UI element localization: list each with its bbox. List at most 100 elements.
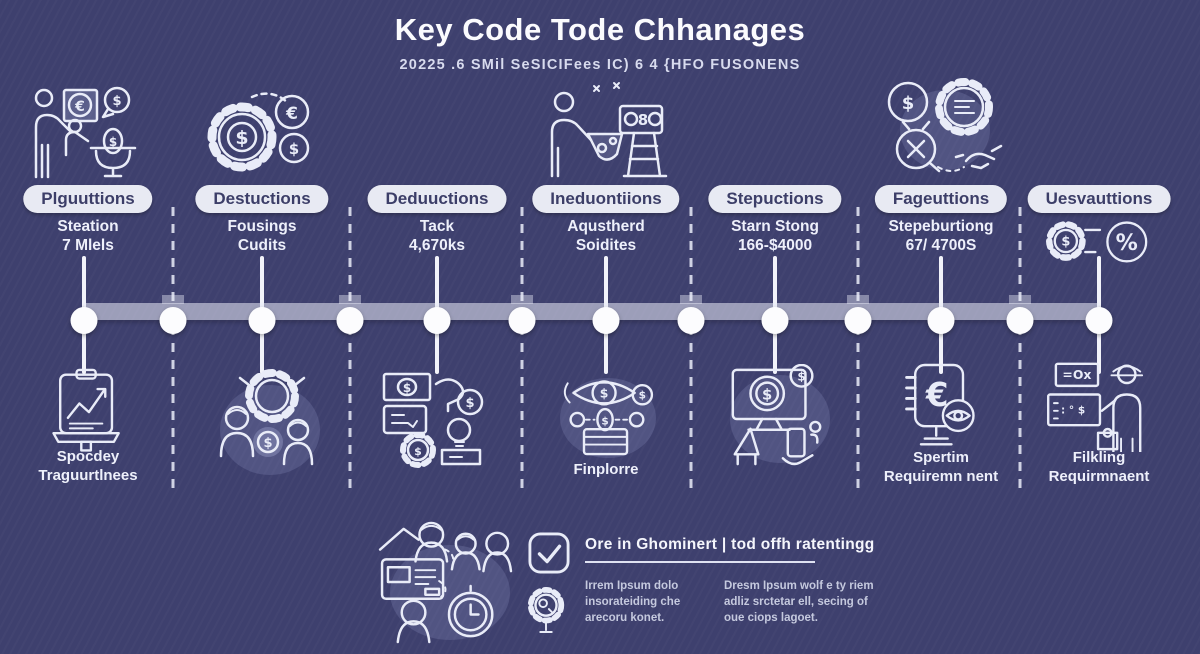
timeline-notch [1009, 295, 1031, 304]
svg-text:$: $ [289, 140, 299, 158]
pill-col3: Deduuctions [367, 185, 507, 213]
advisor-money-icon: € $ $ [28, 85, 150, 186]
page-subtitle: 20225 .6 SMil SeSICIFees IC) 6 4 {HFO FU… [399, 57, 801, 73]
dashed-separator [856, 207, 860, 493]
svg-text:€: € [925, 376, 949, 414]
svg-text:8: 8 [638, 111, 648, 129]
dashed-separator [520, 207, 524, 493]
pill-col1: Plguuttions [23, 185, 153, 213]
svg-text:%: % [1116, 230, 1138, 256]
pill-col6: Fageuttions [874, 185, 1008, 213]
timeline-node [508, 307, 536, 334]
money-time-gear-icon: $ [876, 75, 1006, 180]
planning-team-icon [374, 520, 522, 650]
cash-idea-icon: $ $ $ [378, 368, 486, 473]
desc-col5: Starn Stong 166-$4000 [687, 217, 863, 255]
svg-text:€: € [74, 99, 85, 115]
desc-line: 166-$4000 [737, 237, 813, 254]
timeline-node [1085, 307, 1113, 334]
desc-line: Fousings [227, 218, 297, 235]
gear-coins-icon: $ € $ [198, 85, 320, 184]
svg-text:$: $ [414, 445, 422, 458]
footer-heading: Ore in Ghominert | tod offh ratentingg [585, 536, 875, 553]
timeline-node [592, 307, 620, 334]
desc-line: Tack [419, 218, 455, 235]
desc-col6: Stepeburtiong 67/ 4700S [853, 217, 1029, 255]
svg-text:=Ox: =Ox [1062, 367, 1091, 382]
finance-eye-icon: $ $ $ [556, 368, 656, 461]
desc-line: 67/ 4700S [905, 237, 977, 254]
timeline-notch [847, 295, 869, 304]
timeline-node [927, 307, 955, 334]
monitor-dollar-icon: $ $ [722, 363, 830, 477]
label-line: Filkling [1072, 449, 1126, 466]
desc-line: 7 Mlels [62, 237, 114, 254]
label-line: Traguurtlnees [38, 467, 138, 484]
dashed-separator [348, 207, 352, 493]
footer-paragraph-right: Dresm Ipsum wolf e ty riem adliz srcteta… [724, 580, 874, 624]
timeline-node [677, 307, 705, 334]
desc-line: 4,670ks [408, 237, 466, 254]
svg-text:$: $ [639, 390, 646, 402]
desc-col3: Tack 4,670ks [349, 217, 525, 255]
svg-text:$: $ [601, 415, 608, 427]
timeline-node [423, 307, 451, 334]
timeline-node [159, 307, 187, 334]
timeline-notch [511, 295, 533, 304]
svg-text:$: $ [797, 370, 805, 384]
worker-board-icon: =Ox : ° $ [1044, 360, 1154, 457]
svg-text:$: $ [112, 94, 121, 109]
svg-text:$: $ [902, 93, 915, 114]
timeline-node [761, 307, 789, 334]
page-title: Key Code Tode Chhanages [394, 12, 806, 47]
svg-text:$: $ [1061, 235, 1070, 250]
svg-text:$: $ [235, 127, 248, 149]
svg-text:$: $ [465, 396, 474, 411]
footer-paragraph-left: Irrem Ipsum dolo insorateiding che areco… [585, 580, 681, 624]
team-gear-icon: $ [210, 368, 320, 475]
timeline-node [70, 307, 98, 334]
dashed-separator [689, 207, 693, 493]
pill-col7: Uesvauttions [1027, 185, 1171, 213]
dashed-separator [1018, 207, 1022, 493]
desc-line: Cudits [237, 237, 287, 254]
gear-percent-icon: $ % [1040, 214, 1160, 273]
timeline-notch [162, 295, 184, 304]
gear-seal-icon [524, 584, 568, 641]
label-line: Requiremn nent [883, 468, 999, 485]
timeline-notch [680, 295, 702, 304]
desc-line: Starn Stong [731, 218, 819, 235]
label-line: Requirmnaent [1048, 468, 1150, 485]
pill-col4: Ineduontiions [532, 185, 680, 213]
pill-col2: Destuctions [195, 185, 329, 213]
pill-col5: Stepuctions [708, 185, 842, 213]
person-machine-icon: 8 [538, 78, 668, 183]
bottom-label-col4: Finplorre [511, 460, 701, 479]
svg-text:$: $ [263, 436, 272, 451]
label-line: Finplorre [573, 461, 639, 478]
svg-text:€: € [285, 104, 298, 124]
svg-text:$: $ [762, 386, 772, 403]
timeline-node [1006, 307, 1034, 334]
footer-underline [585, 561, 815, 563]
label-line: Spertim [913, 449, 969, 466]
svg-text:$: $ [403, 381, 411, 395]
svg-text:$: $ [600, 386, 609, 401]
desc-line: Soidites [575, 237, 637, 254]
timeline-node [248, 307, 276, 334]
desc-line: Stepeburtiong [888, 218, 994, 235]
svg-text:: ° $: : ° $ [1061, 405, 1085, 417]
svg-text:$: $ [109, 135, 117, 149]
timeline-node [336, 307, 364, 334]
timeline-node [844, 307, 872, 334]
euro-doc-icon: € [898, 362, 984, 459]
presentation-chart-icon [45, 368, 131, 465]
checkmark-icon [528, 532, 570, 579]
label-line: Spocdey [56, 448, 120, 465]
